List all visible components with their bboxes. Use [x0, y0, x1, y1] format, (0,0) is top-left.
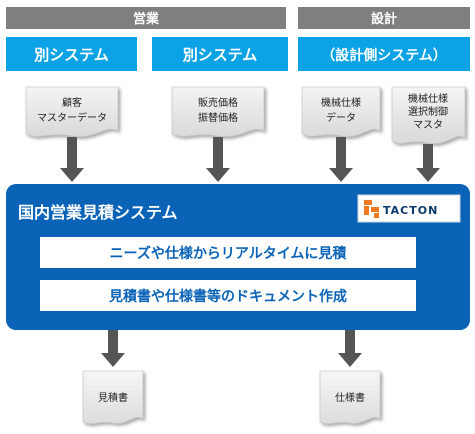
output-doc-estimate-label: 見積書: [98, 391, 128, 404]
function-bar-estimate: [40, 237, 416, 268]
header-sales-label: 営業: [133, 11, 160, 27]
output-doc-specification-label: 仕様書: [335, 391, 365, 404]
system-box-right: [298, 37, 470, 71]
output-doc-estimate: [82, 370, 144, 425]
system-box-middle: [152, 37, 288, 71]
function-bar-documents: [40, 280, 416, 311]
arrow-down-1: [60, 137, 84, 182]
doc-machine-spec-data-line2: データ: [326, 111, 356, 124]
tacton-logo-mark: [364, 200, 379, 218]
doc-machine-spec-master-line3: マスタ: [413, 119, 443, 131]
system-label-right: （設計側システム）: [321, 47, 447, 64]
system-label-left: 別システム: [33, 46, 109, 64]
doc-customer-master: [25, 86, 119, 137]
arrow-down-3: [329, 137, 353, 182]
function-estimate-label: ニーズや仕様からリアルタイムに見積: [110, 245, 348, 262]
header-sales-bar: [6, 7, 286, 29]
output-doc-specification: [319, 370, 381, 425]
arrow-down-output-1: [101, 330, 125, 367]
arrow-down-output-2: [338, 330, 362, 367]
doc-machine-spec-data-line1: 機械仕様: [321, 96, 361, 109]
doc-customer-master-line2: マスターデータ: [37, 111, 107, 124]
doc-price-list: [171, 86, 265, 137]
arrow-down-4: [416, 144, 440, 182]
doc-machine-spec-master: [391, 86, 466, 144]
doc-machine-spec-master-line1: 機械仕様: [408, 92, 448, 105]
main-system-title: 国内営業見積システム: [18, 203, 178, 222]
doc-price-list-line2: 振替価格: [198, 111, 238, 124]
tacton-logo-text: TACTON: [383, 204, 438, 217]
arrow-down-2: [206, 137, 230, 182]
system-box-left: [6, 37, 137, 71]
system-label-middle: 別システム: [182, 46, 258, 64]
header-design-bar: [298, 7, 470, 29]
header-design-label: 設計: [371, 11, 397, 27]
doc-price-list-line1: 販売価格: [198, 96, 238, 109]
doc-machine-spec-data: [301, 86, 381, 137]
function-documents-label: 見積書や仕様書等のドキュメント作成: [108, 288, 347, 305]
doc-machine-spec-master-line2: 選択制御: [408, 105, 448, 118]
doc-customer-master-line1: 顧客: [62, 96, 82, 109]
